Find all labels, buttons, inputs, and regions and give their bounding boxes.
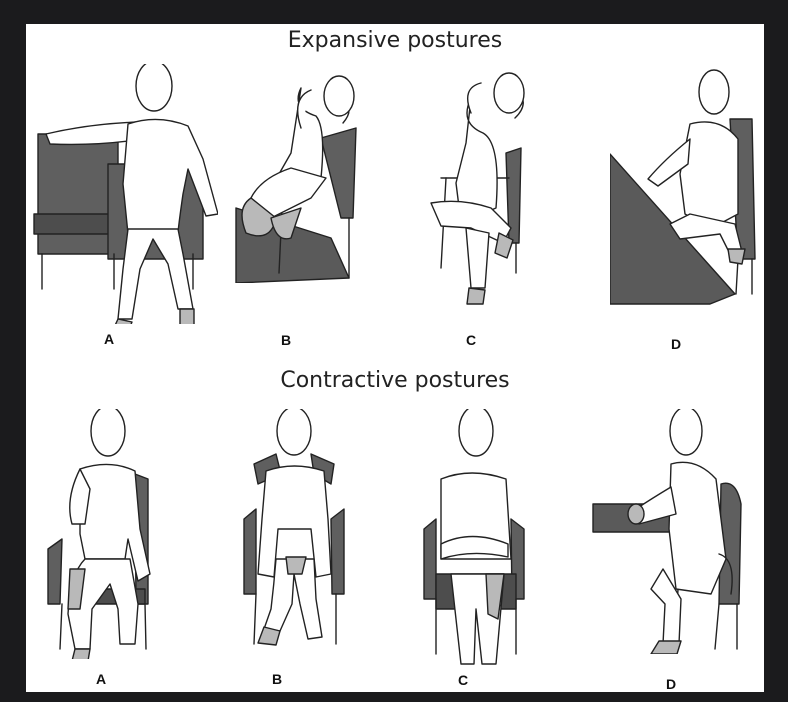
figure-panel: Expansive postures Contractive postures [26, 24, 764, 692]
contractive-label-d: D [666, 676, 677, 692]
contractive-posture-b-illustration [243, 409, 345, 646]
contractive-posture-d-illustration [592, 409, 742, 654]
contractive-posture-c-illustration [423, 409, 525, 665]
expansive-label-b: B [281, 332, 292, 348]
expansive-label-a: A [104, 331, 115, 347]
contractive-label-b: B [272, 671, 283, 687]
expansive-label-d: D [671, 336, 682, 352]
contractive-heading: Contractive postures [280, 368, 510, 393]
expansive-posture-a-illustration [33, 64, 218, 324]
contractive-label-a: A [96, 671, 107, 687]
expansive-posture-d-illustration [610, 69, 756, 305]
contractive-posture-a-illustration [47, 409, 151, 659]
expansive-posture-c-illustration [430, 72, 525, 305]
expansive-posture-b-illustration [235, 75, 357, 283]
contractive-label-c: C [458, 672, 469, 688]
expansive-label-c: C [466, 332, 477, 348]
expansive-heading: Expansive postures [287, 28, 503, 53]
